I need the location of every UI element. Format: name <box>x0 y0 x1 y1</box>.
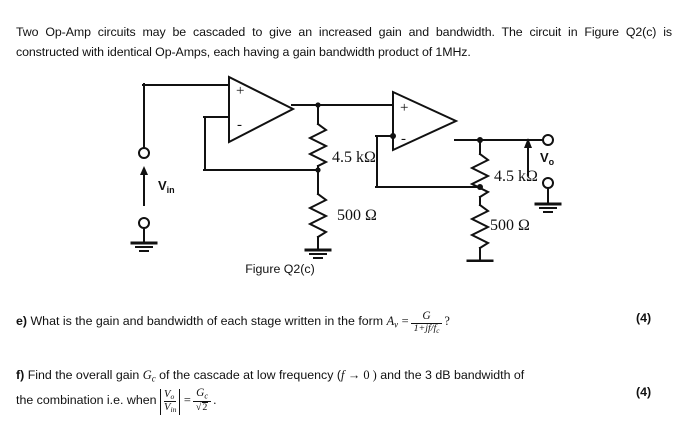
stage2-output-junction-dot <box>477 137 483 143</box>
question-f-text4: the combination i.e. when <box>16 393 157 408</box>
ratio-num-main: V <box>163 389 171 401</box>
input-terminal-top <box>138 147 150 159</box>
rhs-den-value: 2 <box>202 402 209 414</box>
opamp2-plus-label: + <box>400 100 408 116</box>
stage2-feedback-resistor-symbol <box>469 152 491 199</box>
question-f-line1: f) Find the overall gain Gc of the casca… <box>16 365 636 388</box>
question-f-gain-subscript: c <box>151 373 156 384</box>
question-f-text2: of the cascade at low frequency ( <box>159 368 341 382</box>
question-e: e) What is the gain and bandwidth of eac… <box>16 310 616 335</box>
vin-label: Vin <box>158 178 175 195</box>
circuit-figure: + - + - 4.5 kΩ 500 Ω 4.5 kΩ 500 Ω Vin Vo <box>0 62 687 262</box>
vo-arrow-head <box>524 138 532 148</box>
question-e-text: What is the gain and bandwidth of each s… <box>30 314 384 329</box>
question-f-freq-symbol: f <box>340 368 345 382</box>
question-f: f) Find the overall gain Gc of the casca… <box>16 365 636 415</box>
question-e-label: e) <box>16 314 28 329</box>
ratio-den-main: V <box>163 402 171 414</box>
question-f-equals: = <box>183 393 191 408</box>
question-f-arrow: → 0 ) <box>347 368 377 382</box>
ratio-num-sub: o <box>170 392 175 402</box>
stage2-feedback-resistor-label: 4.5 kΩ <box>494 168 538 185</box>
vin-arrow-head <box>140 166 148 175</box>
output-terminal-bottom <box>542 177 554 189</box>
ratio-den-sub: in <box>170 405 177 415</box>
rhs-num-sub: c <box>204 391 209 401</box>
stage1-feedback-resistor-label: 4.5 kΩ <box>332 149 376 166</box>
rhs-num-main: G <box>196 387 205 400</box>
formula-e-den-main: 1+jf/f <box>413 322 437 334</box>
question-f-text3: and the 3 dB bandwidth of <box>380 368 525 382</box>
opamp1-minus-label: - <box>237 117 242 133</box>
circuit-schematic-svg: + - + - 4.5 kΩ 500 Ω 4.5 kΩ 500 Ω Vin Vo <box>130 75 562 262</box>
intro-paragraph: Two Op-Amp circuits may be cascaded to g… <box>16 25 672 60</box>
stage1-output-junction-dot <box>315 102 321 108</box>
figure-caption: Figure Q2(c) <box>245 262 315 276</box>
question-f-label: f) <box>16 368 25 382</box>
output-terminal-top <box>542 134 554 146</box>
opamp2-minus-label: - <box>401 131 406 147</box>
formula-e-numerator: G <box>422 310 431 322</box>
question-f-gain-symbol: G <box>142 368 152 382</box>
question-f-text1: Find the overall gain <box>27 368 140 382</box>
opamp1-plus-label: + <box>236 83 244 99</box>
question-f-marks: (4) <box>636 385 652 399</box>
input-terminal-bottom <box>138 217 150 229</box>
vo-label: Vo <box>540 150 555 167</box>
stage1-ground-resistor-symbol <box>307 192 329 239</box>
formula-e-lhs: A <box>386 314 395 329</box>
formula-e-trailing: ? <box>444 314 450 329</box>
rhs-den-radical: √ <box>195 402 202 414</box>
stage1-divider-junction-dot <box>315 167 321 173</box>
stage2-ground-resistor-symbol <box>469 203 491 250</box>
question-f-period: . <box>213 393 217 408</box>
formula-e-denominator: 1+jf/fc <box>410 322 443 335</box>
opamp2-triangle <box>392 90 459 152</box>
stage2-divider-junction-dot <box>477 184 483 190</box>
formula-e-den-sub: c <box>436 326 440 335</box>
question-f-rhs-fraction: Gc√2 <box>192 387 212 414</box>
question-e-marks: (4) <box>636 311 652 325</box>
formula-e-lhs-sub: v <box>394 319 399 330</box>
opamp2-inverting-junction-dot <box>390 133 396 139</box>
opamp1-triangle <box>228 75 296 144</box>
stage1-feedback-resistor-symbol <box>307 122 329 168</box>
stage1-ground-resistor-label: 500 Ω <box>337 207 377 224</box>
formula-e-equals: = <box>401 314 409 329</box>
stage2-ground-resistor-label: 500 Ω <box>490 217 530 234</box>
